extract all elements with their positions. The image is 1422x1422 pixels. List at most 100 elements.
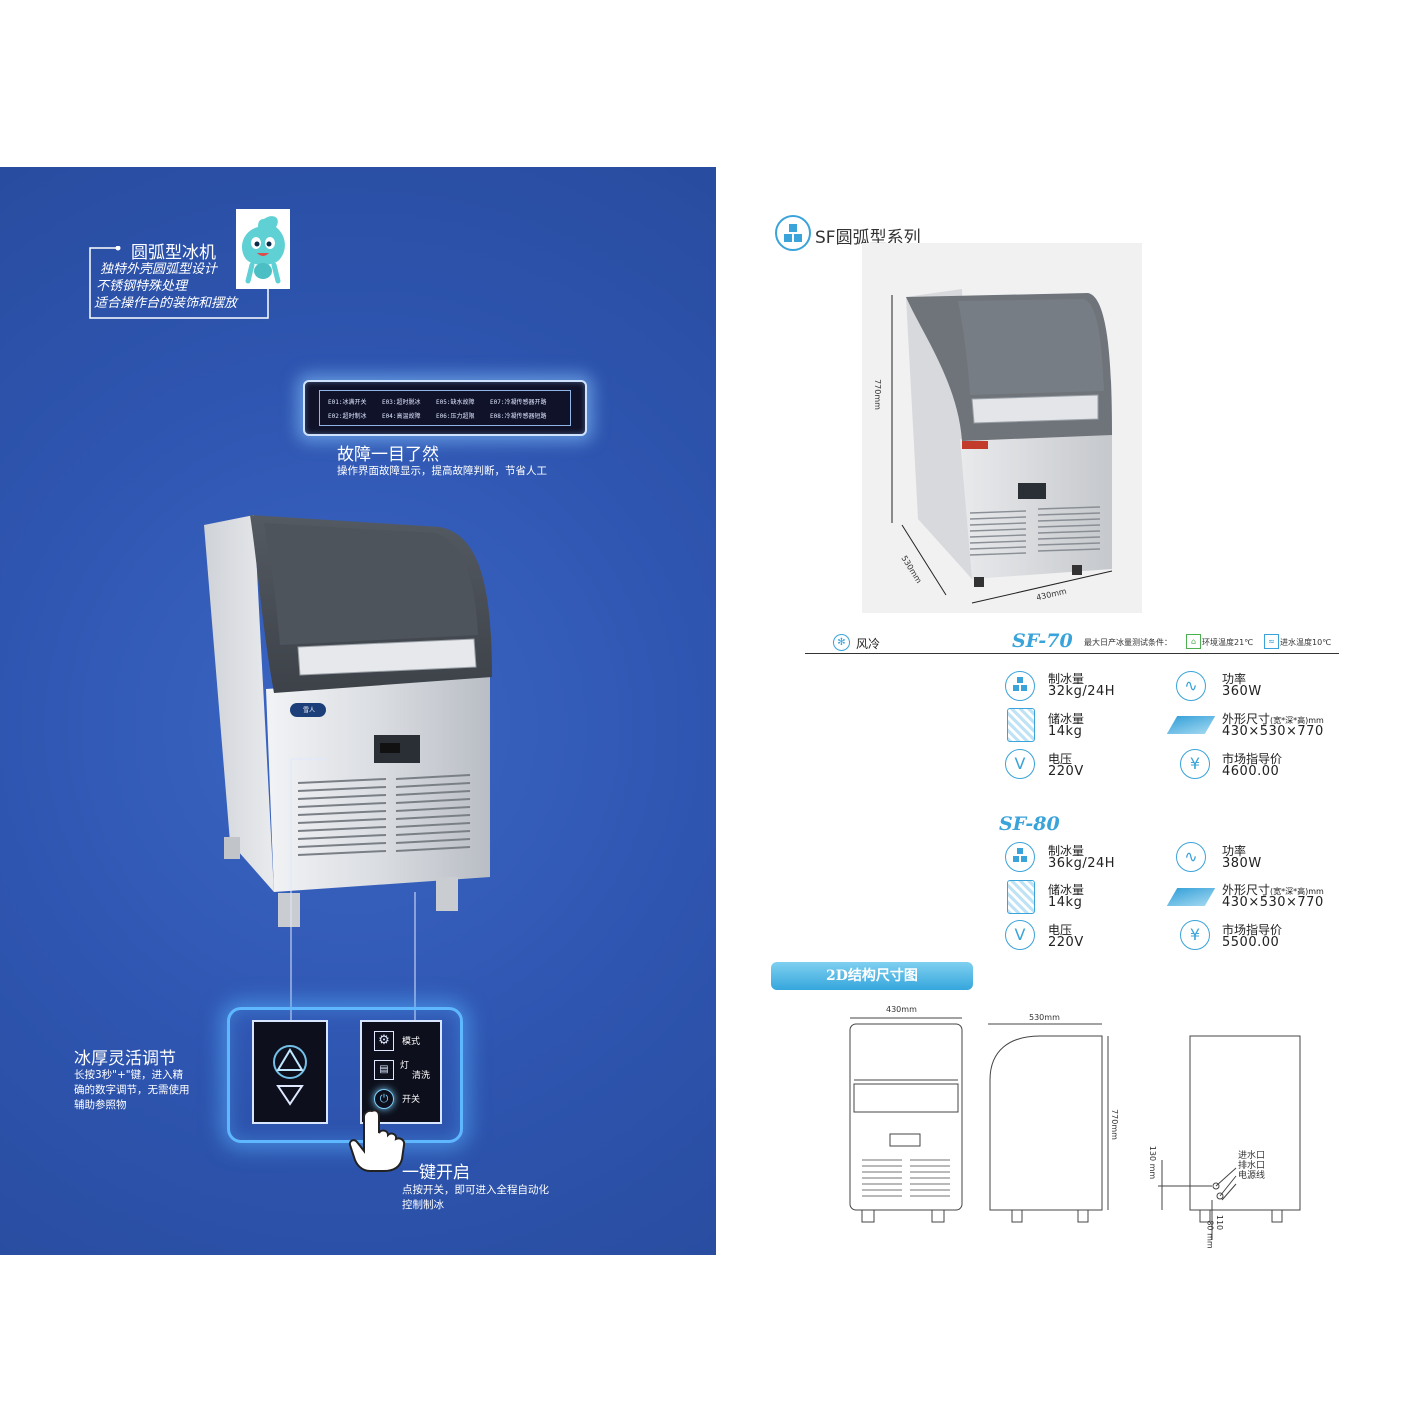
control-panel-frame	[227, 1007, 463, 1143]
onekey-line-2: 控制制冰	[402, 1199, 444, 1211]
back-80-dim: 80 mm	[1205, 1220, 1215, 1249]
front-width-dim: 430mm	[886, 1005, 917, 1014]
ice-thickness-line-1: 长按3秒"+"键，进入精	[74, 1069, 184, 1081]
callout-lines	[290, 758, 416, 1027]
intro-callout	[88, 246, 270, 320]
storage-value: 14kg	[1048, 895, 1083, 910]
ice-output-icon	[1005, 842, 1035, 872]
fault-display-panel: E01:冰满开关 E03:超时脱冰 E05:缺水故障 E07:冷凝传感器开路 E…	[303, 380, 587, 436]
back-height-dim: 130 mm	[1148, 1145, 1158, 1180]
power-wave-icon: ∿	[1176, 671, 1206, 701]
voltage-icon: V	[1005, 749, 1035, 779]
fault-title: 故障一目了然	[337, 445, 439, 465]
ice-thickness-title: 冰厚灵活调节	[74, 1049, 176, 1069]
test-conditions-label: 最大日产冰量测试条件：	[1084, 638, 1172, 647]
back-110-dim: 110	[1215, 1214, 1225, 1231]
product-photo	[862, 243, 1142, 613]
model-name-sf70: SF-70	[1012, 630, 1073, 652]
power-value: 380W	[1222, 856, 1262, 871]
fault-display-inner: E01:冰满开关 E03:超时脱冰 E05:缺水故障 E07:冷凝传感器开路 E…	[319, 390, 571, 426]
ice-thickness-display	[252, 1020, 328, 1124]
photo-height-dim: 770mm	[872, 379, 882, 410]
voltage-label: 电压	[1048, 752, 1073, 766]
ice-output-label: 制冰量	[1048, 844, 1085, 858]
power-button[interactable]: ⏻ 开关	[372, 1088, 432, 1110]
storage-label: 储冰量	[1048, 883, 1085, 897]
gear-icon: ⚙	[374, 1031, 394, 1051]
storage-icon	[1007, 708, 1035, 742]
clean-label: 清洗	[412, 1071, 431, 1081]
size-unit-text: (宽*深*高)mm	[1270, 887, 1324, 896]
price-icon: ¥	[1180, 749, 1210, 779]
power-label: 功率	[1222, 672, 1247, 686]
drawing-section-header	[771, 962, 973, 990]
section-divider	[805, 653, 1339, 654]
intro-line-3: 适合操作台的装饰和摆放	[94, 296, 238, 311]
power-wave-icon: ∿	[1176, 842, 1206, 872]
price-label: 市场指导价	[1222, 923, 1283, 937]
mode-button[interactable]: ⚙ 模式	[372, 1030, 432, 1052]
onekey-line-1: 点按开关，即可进入全程自动化	[402, 1184, 549, 1196]
size-value: 430×530×770	[1222, 895, 1324, 910]
fault-code: E07:冷凝传感器开路	[490, 399, 547, 406]
light-icon: ▤	[374, 1060, 394, 1080]
storage-label: 储冰量	[1048, 712, 1085, 726]
size-label-text: 外形尺寸	[1222, 883, 1271, 897]
hand-pointer-icon	[348, 1109, 406, 1172]
model-name-sf80: SF-80	[999, 813, 1060, 835]
size-label: 外形尺寸(宽*深*高)mm	[1222, 710, 1324, 727]
fault-code: E06:压力超限	[436, 413, 475, 420]
size-value: 430×530×770	[1222, 724, 1324, 739]
power-cord-label: 电源线	[1238, 1171, 1266, 1181]
price-label: 市场指导价	[1222, 752, 1283, 766]
voltage-icon: V	[1005, 920, 1035, 950]
size-icon	[1166, 716, 1216, 734]
plus-up-icon	[276, 1048, 304, 1071]
machine-brand-label: 雪人	[303, 707, 316, 714]
drawing-section-title: 2D结构尺寸图	[826, 968, 918, 984]
power-label: 功率	[1222, 844, 1247, 858]
fault-code: E01:冰满开关	[328, 399, 367, 406]
ice-cube-icon	[784, 224, 802, 242]
ice-machine-image	[204, 515, 492, 927]
fault-desc: 操作界面故障显示，提高故障判断，节省人工	[337, 465, 547, 477]
size-label-text: 外形尺寸	[1222, 712, 1271, 726]
fault-code: E03:超时脱冰	[382, 399, 421, 406]
mascot-image	[236, 209, 290, 289]
storage-icon	[1007, 880, 1035, 914]
power-icon: ⏻	[374, 1089, 394, 1109]
ice-output-value: 32kg/24H	[1048, 684, 1116, 699]
ice-output-icon	[1005, 671, 1035, 701]
fault-code: E08:冷凝传感器短路	[490, 413, 547, 420]
intro-title: 圆弧型冰机	[131, 243, 216, 263]
power-label: 开关	[402, 1095, 421, 1105]
air-cooled-icon: ✻	[833, 634, 850, 651]
control-button-box: ⚙ 模式 ▤ 灯 清洗 ⏻ 开关	[360, 1020, 442, 1124]
side-depth-dim: 530mm	[1029, 1013, 1060, 1022]
cooling-type: 风冷	[856, 637, 881, 651]
drain-outlet-label: 排水口	[1238, 1161, 1266, 1171]
price-value: 4600.00	[1222, 764, 1280, 779]
light-clean-button[interactable]: ▤ 灯 清洗	[372, 1058, 432, 1082]
ice-thickness-line-2: 确的数字调节，无需使用	[74, 1084, 190, 1096]
voltage-value: 220V	[1048, 764, 1084, 779]
size-icon	[1166, 888, 1216, 906]
minus-down-icon	[276, 1085, 304, 1106]
ambient-temp-label: 环境温度21℃	[1202, 638, 1254, 647]
water-temp-icon: ≈	[1264, 634, 1279, 649]
fault-code: E02:超时制冰	[328, 413, 367, 420]
mode-label: 模式	[402, 1037, 421, 1047]
mascot-water-drop-icon	[242, 216, 285, 284]
2d-dimension-drawings	[849, 1017, 1301, 1240]
onekey-title: 一键开启	[402, 1163, 470, 1183]
left-page-panel: 圆弧型冰机 独特外壳圆弧型设计 不锈钢特殊处理 适合操作台的装饰和摆放 E01:…	[0, 167, 716, 1255]
fault-code: E05:缺水故障	[436, 399, 475, 406]
price-value: 5500.00	[1222, 935, 1280, 950]
ambient-temp-icon: ⌂	[1186, 634, 1201, 649]
ice-thickness-buttons	[273, 1045, 307, 1106]
ice-output-label: 制冰量	[1048, 672, 1085, 686]
intro-line-2: 不锈钢特殊处理	[96, 279, 188, 294]
price-icon: ¥	[1180, 920, 1210, 950]
power-value: 360W	[1222, 684, 1262, 699]
ice-machine-photo	[891, 289, 1113, 604]
